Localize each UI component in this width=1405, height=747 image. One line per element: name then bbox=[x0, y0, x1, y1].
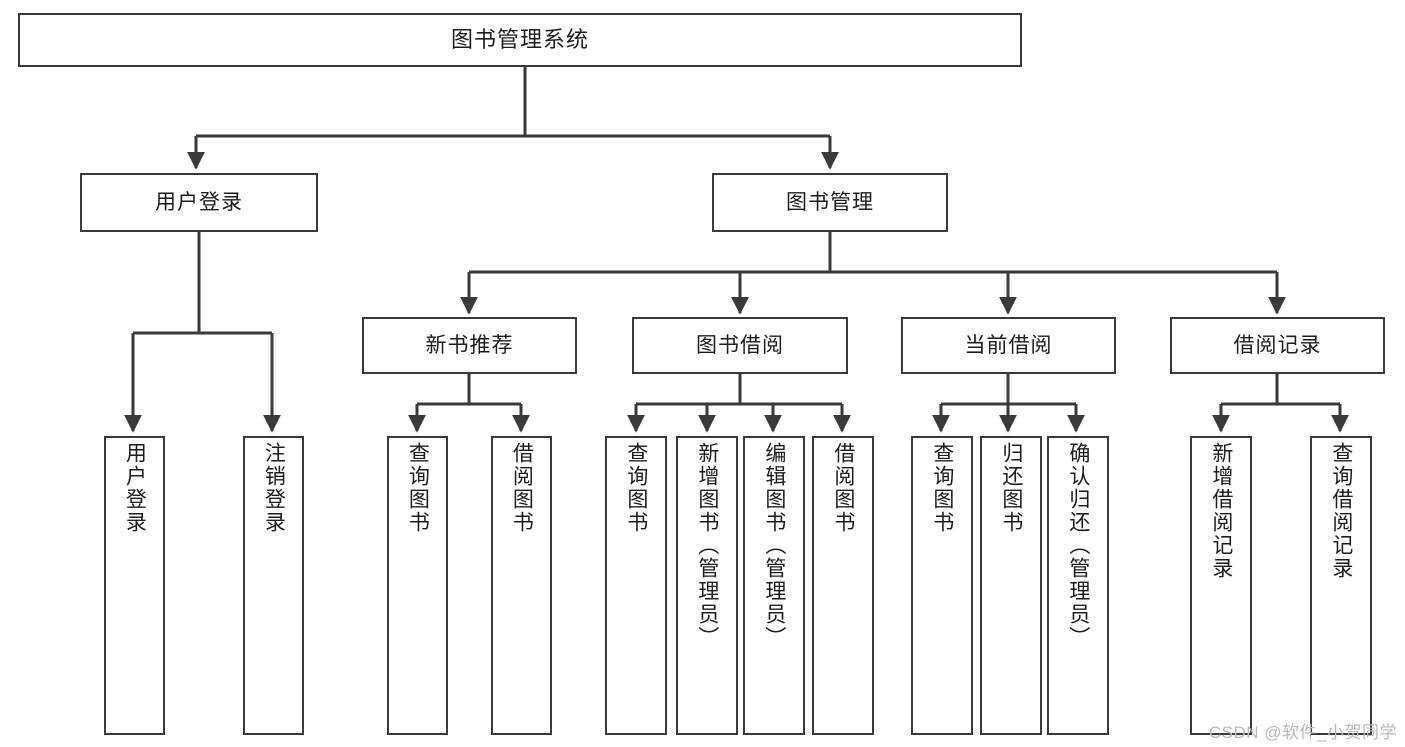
node-label: 确认归还（管理员） bbox=[1066, 442, 1090, 649]
leaf-borrow-record-query[interactable]: 查询借阅记录 bbox=[1310, 436, 1372, 735]
leaf-book-borrow-query[interactable]: 查询图书 bbox=[605, 436, 667, 735]
node-label: 归还图书 bbox=[999, 442, 1023, 534]
node-label: 借阅图书 bbox=[510, 442, 534, 534]
node-label: 查询图书 bbox=[930, 442, 954, 534]
node-label: 当前借阅 bbox=[964, 333, 1053, 357]
node-label: 借阅记录 bbox=[1233, 333, 1322, 357]
leaf-current-borrow-confirm[interactable]: 确认归还（管理员） bbox=[1047, 436, 1109, 735]
node-label: 新增图书（管理员） bbox=[695, 442, 719, 649]
node-label: 新书推荐 bbox=[425, 333, 514, 357]
leaf-book-borrow-edit[interactable]: 编辑图书（管理员） bbox=[743, 436, 805, 735]
node-borrow-record[interactable]: 借阅记录 bbox=[1170, 317, 1385, 374]
node-label: 图书管理系统 bbox=[450, 26, 589, 52]
leaf-new-book-borrow[interactable]: 借阅图书 bbox=[491, 436, 552, 735]
node-label: 用户登录 bbox=[155, 190, 243, 214]
leaf-user-login-login[interactable]: 用户登录 bbox=[104, 436, 165, 735]
leaf-current-borrow-query[interactable]: 查询图书 bbox=[911, 436, 973, 735]
node-label: 用户登录 bbox=[123, 442, 147, 534]
node-label: 查询借阅记录 bbox=[1329, 442, 1353, 580]
node-root-system[interactable]: 图书管理系统 bbox=[18, 13, 1022, 67]
node-label: 注销登录 bbox=[262, 442, 286, 534]
node-user-login[interactable]: 用户登录 bbox=[80, 173, 318, 232]
leaf-new-book-query[interactable]: 查询图书 bbox=[387, 436, 448, 735]
watermark-text: CSDN @软件_小贺同学 bbox=[1208, 723, 1397, 742]
node-label: 图书借阅 bbox=[696, 333, 784, 357]
node-label: 图书管理 bbox=[786, 190, 874, 214]
node-current-borrow[interactable]: 当前借阅 bbox=[901, 317, 1116, 374]
node-label: 借阅图书 bbox=[831, 442, 855, 534]
node-book-management[interactable]: 图书管理 bbox=[712, 173, 948, 232]
node-label: 编辑图书（管理员） bbox=[762, 442, 786, 649]
leaf-user-login-logout[interactable]: 注销登录 bbox=[243, 436, 304, 735]
leaf-current-borrow-return[interactable]: 归还图书 bbox=[980, 436, 1042, 735]
node-label: 查询图书 bbox=[624, 442, 648, 534]
node-new-book-recommend[interactable]: 新书推荐 bbox=[362, 317, 577, 374]
node-label: 查询图书 bbox=[406, 442, 430, 534]
node-label: 新增借阅记录 bbox=[1209, 442, 1233, 580]
leaf-borrow-record-add[interactable]: 新增借阅记录 bbox=[1190, 436, 1252, 735]
node-book-borrow[interactable]: 图书借阅 bbox=[632, 317, 848, 374]
leaf-book-borrow-add[interactable]: 新增图书（管理员） bbox=[676, 436, 738, 735]
leaf-book-borrow-borrow[interactable]: 借阅图书 bbox=[812, 436, 874, 735]
